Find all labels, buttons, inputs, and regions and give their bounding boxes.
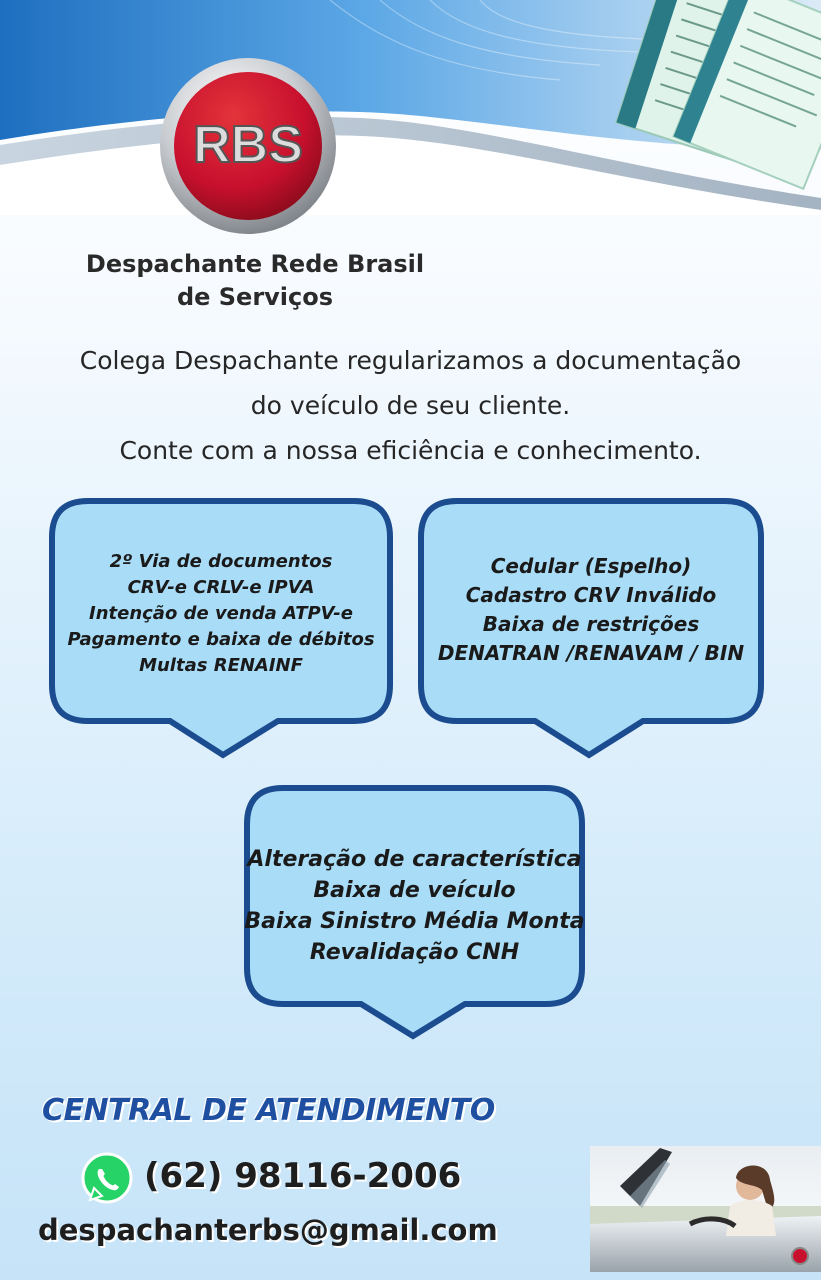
bubble-text: Alteração de característica Baixa de veí… bbox=[243, 844, 586, 968]
bubble-line: Baixa de veículo bbox=[313, 878, 516, 903]
phone-number[interactable]: (62) 98116-2006 bbox=[144, 1156, 462, 1196]
brand-name-line-1: Despachante Rede Brasil bbox=[85, 250, 425, 278]
service-bubble-vehicle: Alteração de característica Baixa de veí… bbox=[243, 784, 586, 1040]
bubble-text: Cedular (Espelho) Cadastro CRV Inválido … bbox=[417, 552, 765, 668]
intro-line-1: Colega Despachante regularizamos a docum… bbox=[79, 346, 742, 375]
speech-bubble-shape bbox=[418, 498, 764, 759]
vehicle-documents-decor bbox=[615, 0, 821, 190]
speech-bubble-shape bbox=[49, 498, 393, 759]
brand-name-line-2: de Serviços bbox=[176, 283, 334, 311]
email-address[interactable]: despachanterbs@gmail.com bbox=[38, 1213, 498, 1247]
service-bubble-documents: 2º Via de documentos CRV-e CRLV-e IPVA I… bbox=[48, 497, 394, 761]
rbs-logo: RBS bbox=[160, 58, 336, 234]
bubble-line: Cedular (Espelho) bbox=[490, 554, 692, 578]
intro-line-3: Conte com a nossa eficiência e conhecime… bbox=[119, 436, 702, 465]
bubble-line: CRV-e CRLV-e IPVA bbox=[127, 577, 315, 598]
bubble-line: Pagamento e baixa de débitos bbox=[67, 629, 375, 650]
whatsapp-icon bbox=[81, 1152, 133, 1204]
bubble-text: 2º Via de documentos CRV-e CRLV-e IPVA I… bbox=[48, 549, 394, 679]
bubble-line: DENATRAN /RENAVAM / BIN bbox=[437, 641, 745, 665]
intro-text: Colega Despachante regularizamos a docum… bbox=[0, 338, 821, 473]
logo-text: RBS bbox=[193, 116, 303, 174]
convertible-car-photo bbox=[590, 1146, 821, 1272]
bubble-line: Revalidação CNH bbox=[309, 940, 520, 965]
service-bubble-registry: Cedular (Espelho) Cadastro CRV Inválido … bbox=[417, 497, 765, 761]
brand-name: Despachante Rede Brasil de Serviços bbox=[60, 248, 450, 314]
contact-heading: CENTRAL DE ATENDIMENTO bbox=[42, 1093, 495, 1128]
bubble-line: 2º Via de documentos bbox=[109, 551, 333, 572]
bubble-line: Cadastro CRV Inválido bbox=[465, 583, 717, 607]
bubble-line: Multas RENAINF bbox=[139, 655, 303, 676]
bubble-line: Intenção de venda ATPV-e bbox=[89, 603, 353, 624]
bubble-line: Baixa de restrições bbox=[482, 612, 700, 636]
bubble-line: Alteração de característica bbox=[247, 847, 582, 872]
bubble-line: Baixa Sinistro Média Monta bbox=[244, 909, 585, 934]
intro-line-2: do veículo de seu cliente. bbox=[250, 391, 571, 420]
speech-bubble-shape bbox=[244, 785, 585, 1040]
